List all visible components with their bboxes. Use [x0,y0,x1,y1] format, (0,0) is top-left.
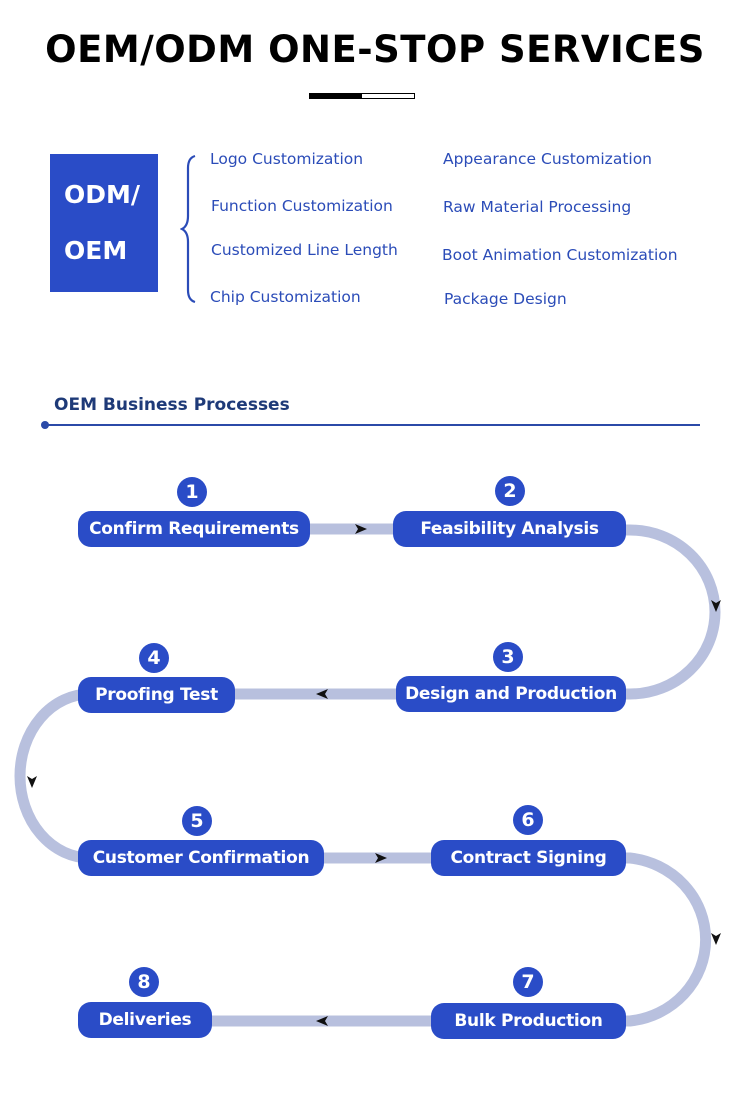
arrow-down-icon [711,600,721,612]
arrow-right-icon [355,524,367,534]
step-6-contract-signing: Contract Signing [431,840,626,876]
service-logo-customization: Logo Customization [210,150,364,168]
service-package-design: Package Design [444,290,567,308]
step-2-feasibility-analysis: Feasibility Analysis [393,511,626,547]
arrow-right-icon [375,853,387,863]
section-divider-dot [41,421,49,429]
service-appearance-customization: Appearance Customization [443,150,653,168]
connector-6-7 [615,852,712,1027]
step-4-proofing-test: Proofing Test [78,677,235,713]
step-1-confirm-requirements: Confirm Requirements [78,511,310,547]
title-underline [309,93,415,99]
step-8-deliveries: Deliveries [78,1002,212,1038]
service-chip-customization: Chip Customization [210,288,361,306]
brace-icon [180,154,196,304]
title-underline-fill [310,94,362,98]
arrow-left-icon [316,1016,328,1026]
step-4-number: 4 [139,643,169,673]
page-title: OEM/ODM ONE-STOP SERVICES [45,28,705,71]
step-5-number: 5 [182,806,212,836]
step-1-number: 1 [177,477,207,507]
service-boot-animation: Boot Animation Customization [442,246,678,264]
odm-oem-badge: ODM/ OEM [50,154,158,292]
odm-label: ODM/ [64,180,141,209]
connector-4-5 [14,688,91,864]
step-5-customer-confirmation: Customer Confirmation [78,840,324,876]
arrow-left-icon [316,689,328,699]
connector-2-3 [615,524,721,700]
arrow-down-icon [711,933,721,945]
oem-label: OEM [64,236,128,265]
step-7-bulk-production: Bulk Production [431,1003,626,1039]
service-raw-material: Raw Material Processing [443,198,632,216]
arrow-down-icon [27,776,37,788]
step-8-number: 8 [129,967,159,997]
step-2-number: 2 [495,476,525,506]
step-3-design-production: Design and Production [396,676,626,712]
step-6-number: 6 [513,805,543,835]
service-function-customization: Function Customization [211,197,393,215]
service-line-length: Customized Line Length [211,241,398,259]
step-7-number: 7 [513,967,543,997]
section-title: OEM Business Processes [54,395,290,415]
section-divider [44,424,700,426]
step-3-number: 3 [493,642,523,672]
